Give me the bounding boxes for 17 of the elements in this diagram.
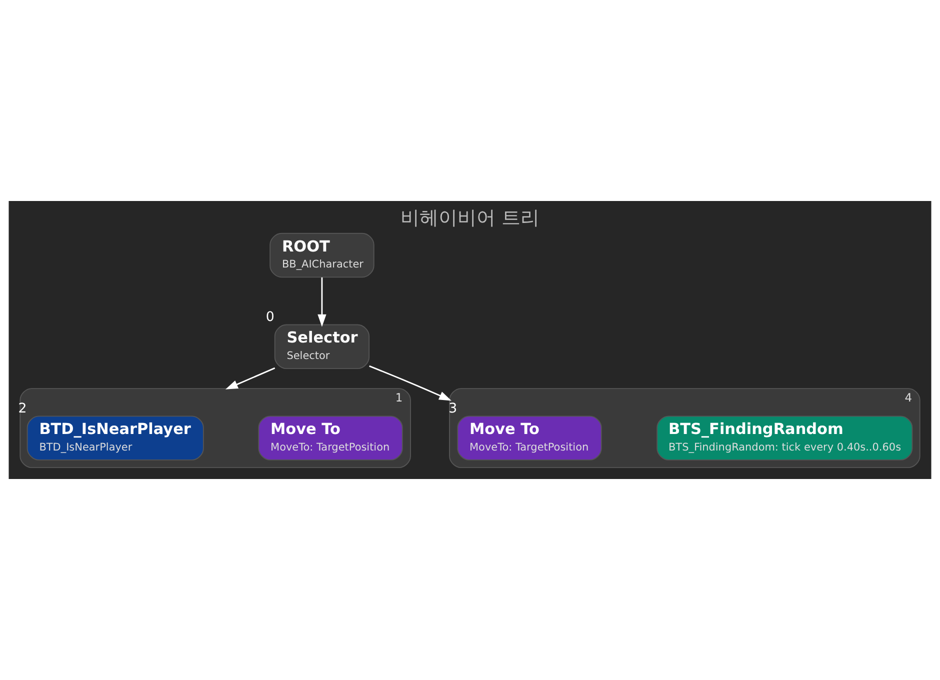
node-box: BTD_IsNearPlayer BTD_IsNearPlayer [26,416,204,460]
arrow [369,365,452,401]
node-label: 0 [266,310,274,326]
node-label: 2 [18,402,27,417]
node-box: ROOT BB_AICharacter [270,232,374,278]
node-box: Move To MoveTo: TargetPosition [457,416,602,460]
node-box: BTS_FindingRandom BTS_FindingRandom: tick every 0.40s..0.60s [656,416,913,460]
cluster [20,388,411,468]
node-label: 1 [395,390,403,405]
node-label: 4 [904,390,912,405]
cluster [449,388,920,468]
node-box: Selector Selector [274,324,370,370]
node-box: Move To MoveTo: TargetPosition [258,416,403,460]
arrow [225,367,276,390]
arrow [318,277,326,327]
diagram-title: 비헤이비어 트리 [400,206,540,229]
node-label: 3 [448,402,458,417]
